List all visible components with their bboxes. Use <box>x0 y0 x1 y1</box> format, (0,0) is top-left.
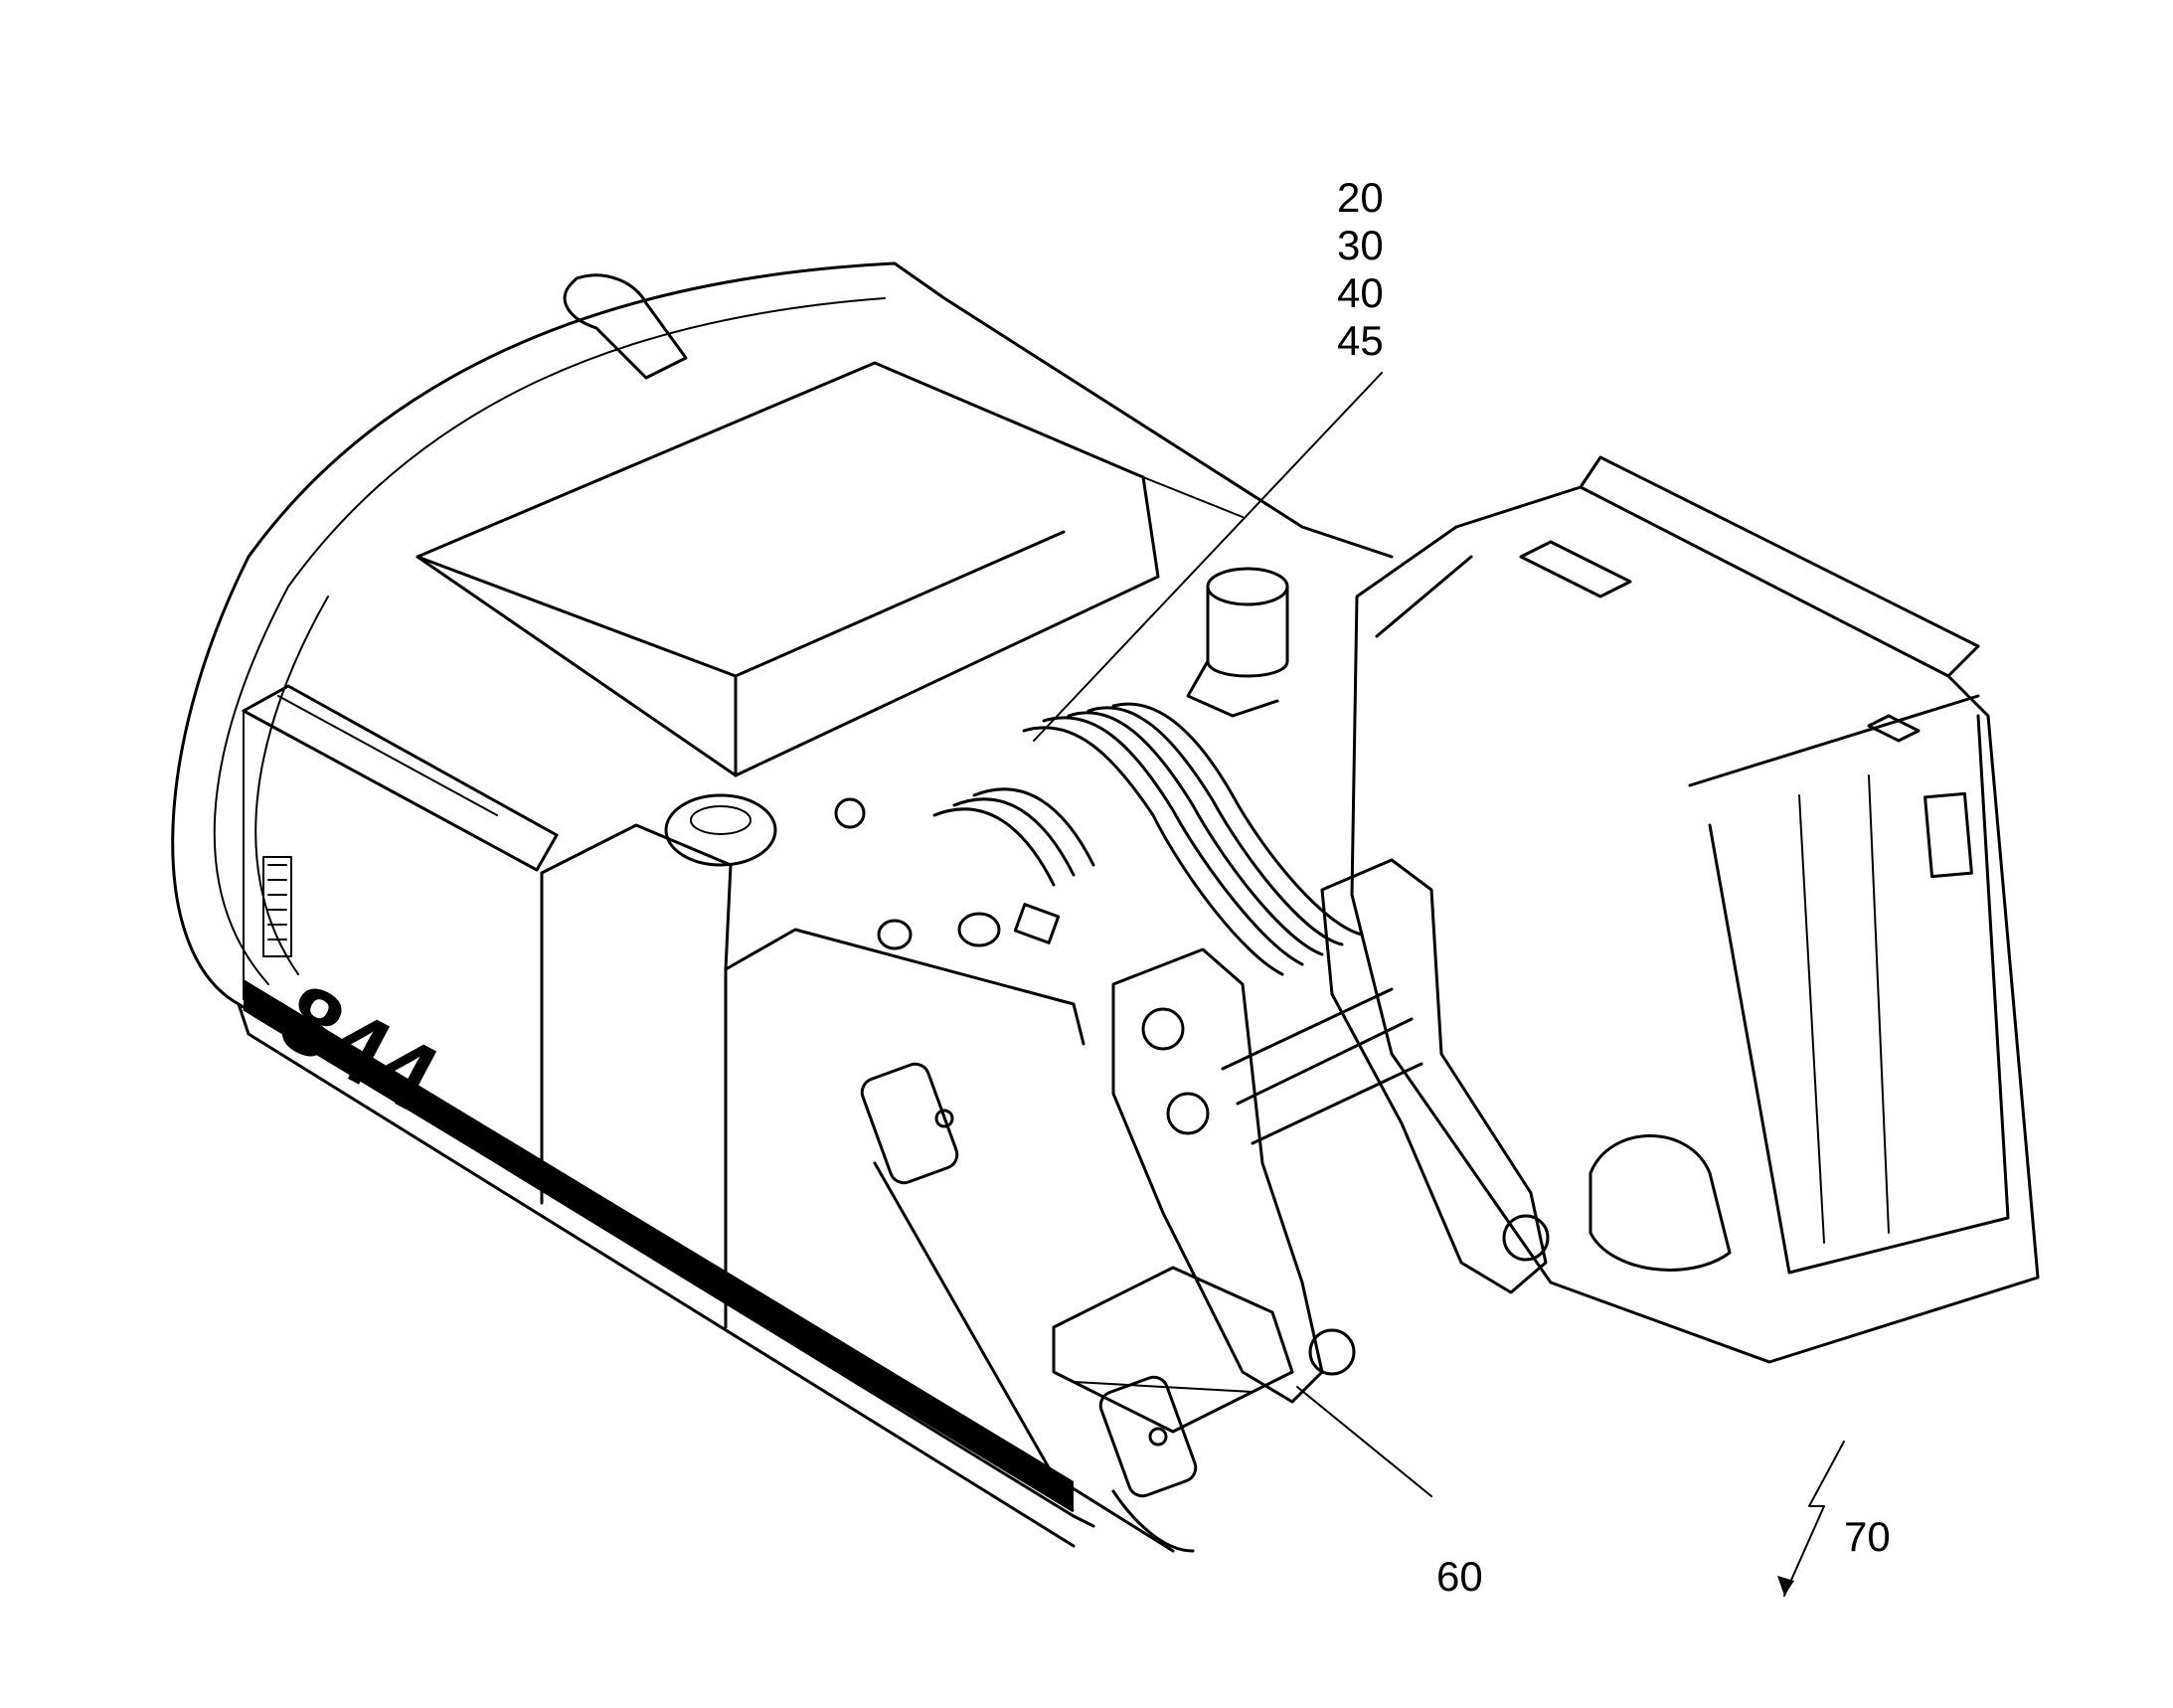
ref-label-40: 40 <box>1337 269 1384 316</box>
operator-cab <box>1350 455 2040 1364</box>
hydraulic-hoses <box>932 702 1364 976</box>
ref-label-30: 30 <box>1337 222 1384 268</box>
ref-label-20: 20 <box>1337 174 1384 221</box>
exhaust-stack <box>563 273 688 380</box>
leader-line-70 <box>1783 1441 1845 1597</box>
leader-line-20-45 <box>1033 372 1383 742</box>
filter-unit <box>1186 567 1289 718</box>
ref-label-70: 70 <box>1844 1513 1891 1560</box>
tank-caps <box>664 793 1061 950</box>
grab-handles <box>860 1062 1198 1553</box>
engine-hood <box>416 361 1244 777</box>
front-deck <box>1052 1266 1294 1434</box>
leader-lines <box>1033 372 1845 1597</box>
boom-mounting-bracket <box>1111 858 1550 1404</box>
leader-line-60 <box>1296 1386 1432 1497</box>
side-panels <box>242 684 1086 1329</box>
model-stripe: 844 <box>243 963 1075 1513</box>
arrowhead-70 <box>1777 1576 1794 1596</box>
ref-label-45: 45 <box>1337 317 1384 364</box>
ref-label-60: 60 <box>1436 1553 1483 1600</box>
vent-grille <box>262 856 292 957</box>
